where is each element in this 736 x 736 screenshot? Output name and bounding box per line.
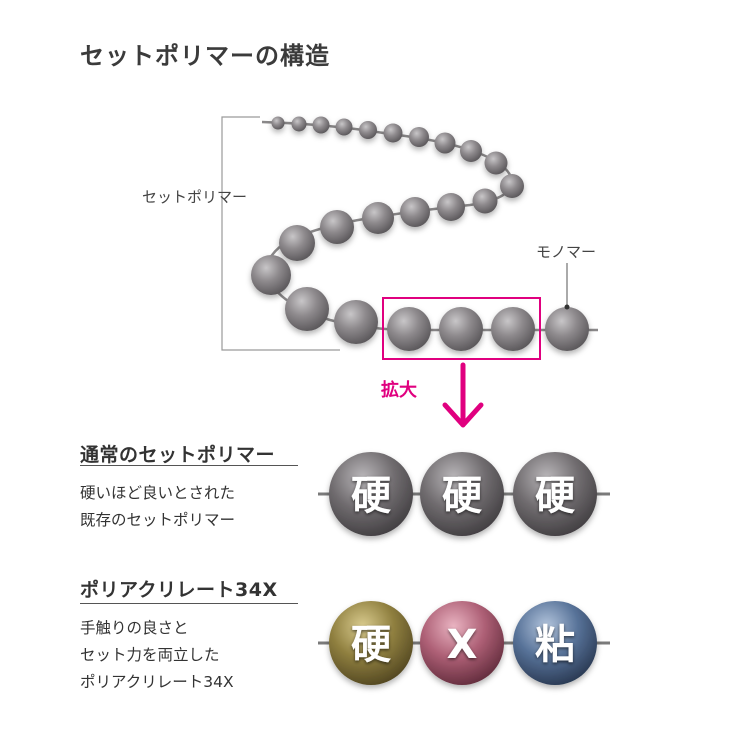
sec1-bead-2: 硬 bbox=[420, 452, 504, 536]
section-normal-polymer-title: 通常のセットポリマー bbox=[80, 444, 276, 466]
sec2-beads: 硬 X 粘 bbox=[329, 601, 597, 685]
zoom-label: 拡大 bbox=[381, 380, 417, 401]
description-line: セット力を両立した bbox=[80, 646, 220, 664]
section-normal-polymer-description: 硬いほど良いとされた 既存のセットポリマー bbox=[80, 480, 235, 534]
section-normal-polymer-underline bbox=[80, 465, 298, 466]
sec1-bead-1: 硬 bbox=[329, 452, 413, 536]
description-line: ポリアクリレート34X bbox=[80, 673, 234, 691]
sec2-bead-1: 硬 bbox=[329, 601, 413, 685]
polymer-label: セットポリマー bbox=[142, 188, 248, 206]
sec2-bead-3-char: 粘 bbox=[535, 622, 575, 668]
description-line: 硬いほど良いとされた bbox=[80, 484, 236, 502]
sec2-bead-3: 粘 bbox=[513, 601, 597, 685]
monomer-label: モノマー bbox=[536, 243, 597, 261]
description-line: 既存のセットポリマー bbox=[80, 511, 236, 529]
sec1-bead-3: 硬 bbox=[513, 452, 597, 536]
sec1-bead-3-char: 硬 bbox=[535, 473, 575, 519]
zoom-highlight-box bbox=[382, 297, 541, 360]
page-title: セットポリマーの構造 bbox=[80, 42, 330, 70]
sec2-bead-2: X bbox=[420, 601, 504, 685]
monomer-pointer-dot bbox=[564, 304, 570, 310]
sec2-bead-1-char: 硬 bbox=[351, 622, 391, 668]
polymer-chain-beads bbox=[251, 116, 589, 351]
section-polyacrylate-title: ポリアクリレート34X bbox=[80, 579, 278, 601]
section-polyacrylate-underline bbox=[80, 603, 298, 604]
sec1-bead-2-char: 硬 bbox=[442, 473, 482, 519]
zoom-arrow-icon bbox=[442, 362, 484, 428]
polymer-bracket bbox=[221, 116, 340, 351]
sec1-beads: 硬 硬 硬 bbox=[329, 452, 597, 536]
sec1-bead-1-char: 硬 bbox=[351, 473, 391, 519]
description-line: 手触りの良さと bbox=[80, 619, 189, 637]
sec2-bead-2-char: X bbox=[447, 622, 478, 668]
section-polyacrylate-description: 手触りの良さと セット力を両立した ポリアクリレート34X bbox=[80, 615, 234, 696]
